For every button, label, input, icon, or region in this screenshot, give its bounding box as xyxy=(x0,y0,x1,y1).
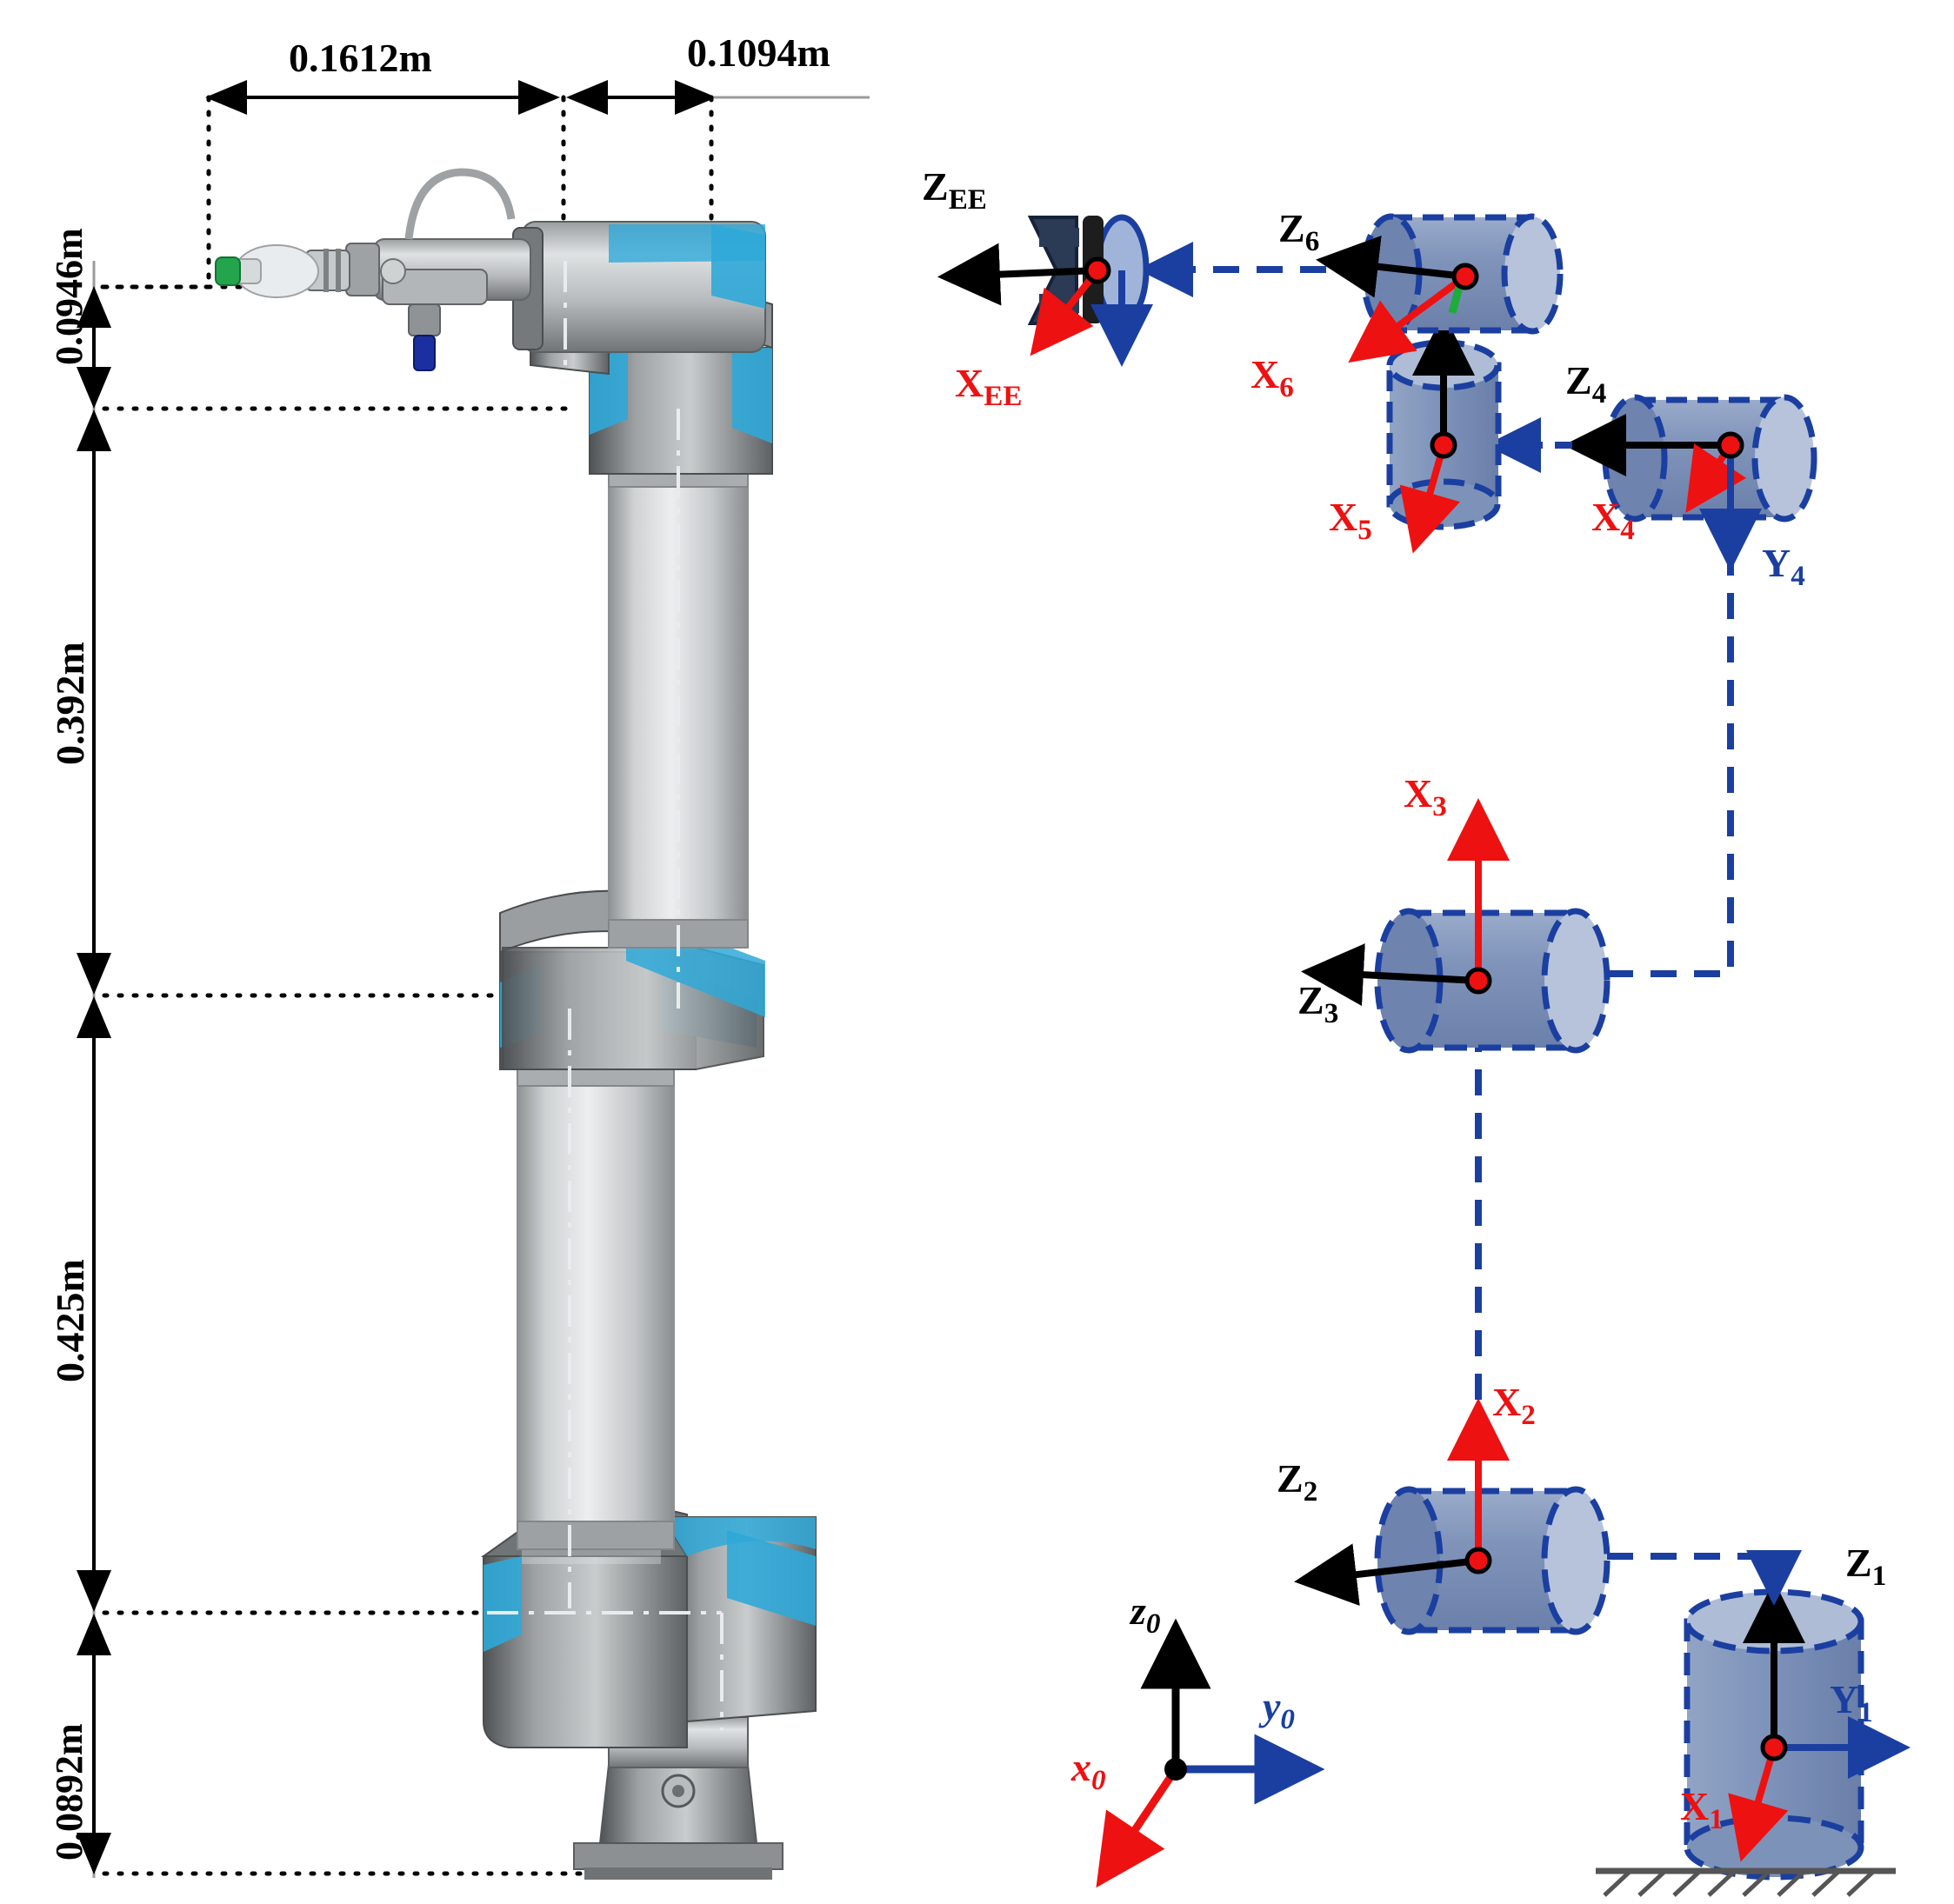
axis-label-y-1-base: Y xyxy=(1830,1677,1859,1721)
dimension-label-0-425: 0.425m xyxy=(48,1259,92,1382)
axis-label-x-3-sub: 3 xyxy=(1432,790,1447,823)
axis-label-z-4-sub: 4 xyxy=(1591,377,1607,410)
axis-label-z-2: Z2 xyxy=(1277,1456,1318,1508)
axis-label-x-4-base: X xyxy=(1591,495,1621,539)
axis-label-z-1-base: Z xyxy=(1845,1541,1872,1585)
axis-label-x-2: X2 xyxy=(1492,1380,1536,1432)
axis-label-y-1: Y1 xyxy=(1830,1677,1873,1729)
robot-upper-arm-link xyxy=(517,1055,675,1550)
axis-label-x-ee: XEE xyxy=(955,361,1023,413)
axis-label-x-1-base: X xyxy=(1680,1784,1710,1828)
axis-label-x-2-base: X xyxy=(1492,1380,1522,1424)
axis-label-z-6-base: Z xyxy=(1278,206,1305,250)
axis-label-z-2-sub: 2 xyxy=(1303,1475,1318,1508)
axis-label-x-4-sub: 4 xyxy=(1620,514,1635,547)
axis-label-y-4-sub: 4 xyxy=(1791,560,1805,593)
robot-end-effector xyxy=(215,168,531,371)
axis-label-x-0: x0 xyxy=(1071,1745,1106,1797)
dimension-label-0-1612: 0.1612m xyxy=(289,36,432,80)
axis-label-z-2-base: Z xyxy=(1277,1456,1304,1501)
dimension-label-0-392: 0.392m xyxy=(48,642,92,765)
axis-label-x-0-sub: 0 xyxy=(1091,1764,1106,1797)
robot-arm-illustration xyxy=(215,168,817,1880)
axis-label-z-1: Z1 xyxy=(1845,1541,1887,1593)
axis-label-z-ee: ZEE xyxy=(922,164,987,216)
dimension-lines xyxy=(77,80,870,1878)
robot-wrist-joints xyxy=(512,221,773,475)
joint-4-cylinder xyxy=(1564,394,1817,571)
axis-label-z-ee-sub: EE xyxy=(948,183,987,216)
dimension-label-0-1094: 0.1094m xyxy=(687,30,830,75)
axis-label-z-6: Z6 xyxy=(1278,209,1319,256)
axis-label-z-ee-base: Z xyxy=(922,164,949,209)
axis-label-x-5: X5 xyxy=(1329,495,1372,547)
axis-label-z-3-base: Z xyxy=(1297,978,1324,1022)
axis-label-y-4-base: Y xyxy=(1762,541,1791,585)
axis-label-x-6: X6 xyxy=(1250,352,1294,404)
dimension-label-0-0946: 0.0946m xyxy=(48,228,90,365)
axis-label-y-0-base: y xyxy=(1263,1684,1281,1728)
axis-label-z-6-sub: 6 xyxy=(1304,225,1320,258)
axis-label-x-3-base: X xyxy=(1404,771,1433,816)
axis-label-y-4: Y4 xyxy=(1762,541,1805,593)
axis-label-y-0: y0 xyxy=(1263,1687,1295,1734)
axis-label-x-1-sub: 1 xyxy=(1709,1803,1724,1836)
kinematic-frame-diagram xyxy=(937,213,1911,1897)
robot-forearm-link xyxy=(608,460,749,949)
axis-label-y-1-sub: 1 xyxy=(1858,1696,1873,1729)
axis-label-z-0-base: z xyxy=(1130,1588,1146,1633)
axis-label-x-ee-sub: EE xyxy=(984,380,1023,413)
joint-3-cylinder xyxy=(1301,798,1611,1054)
axis-label-z-0: z0 xyxy=(1130,1588,1161,1641)
axis-label-x-5-base: X xyxy=(1329,495,1358,539)
axis-label-z-1-sub: 1 xyxy=(1871,1560,1887,1593)
joint-1-cylinder xyxy=(1596,1581,1911,1897)
axis-label-x-3: X3 xyxy=(1404,771,1447,823)
axis-label-x-1: X1 xyxy=(1680,1787,1724,1834)
axis-label-x-0-base: x xyxy=(1071,1745,1091,1789)
axis-label-z-0-sub: 0 xyxy=(1145,1608,1161,1641)
axis-label-x-6-base: X xyxy=(1250,352,1280,396)
axis-label-x-ee-base: X xyxy=(955,361,984,405)
axis-label-z-3: Z3 xyxy=(1297,978,1339,1030)
joint-6-cylinder xyxy=(1316,213,1564,363)
axis-label-y-0-sub: 0 xyxy=(1280,1703,1295,1736)
axis-label-z-4-base: Z xyxy=(1565,358,1592,403)
axis-label-x-6-sub: 6 xyxy=(1279,371,1294,404)
robot-centerlines xyxy=(487,261,724,1730)
axis-label-x-5-sub: 5 xyxy=(1357,514,1372,547)
axis-label-x-2-sub: 2 xyxy=(1521,1399,1536,1432)
axis-label-z-4: Z4 xyxy=(1565,358,1607,410)
axis-label-z-3-sub: 3 xyxy=(1324,997,1339,1030)
joint-2-cylinder xyxy=(1294,1398,1802,1635)
axis-label-x-4: X4 xyxy=(1591,495,1635,547)
dimension-label-0-0892: 0.0892m xyxy=(48,1723,90,1861)
base-frame-triad xyxy=(1096,1618,1325,1888)
end-effector-gripper xyxy=(937,214,1153,367)
joint-5-cylinder xyxy=(1386,313,1502,554)
